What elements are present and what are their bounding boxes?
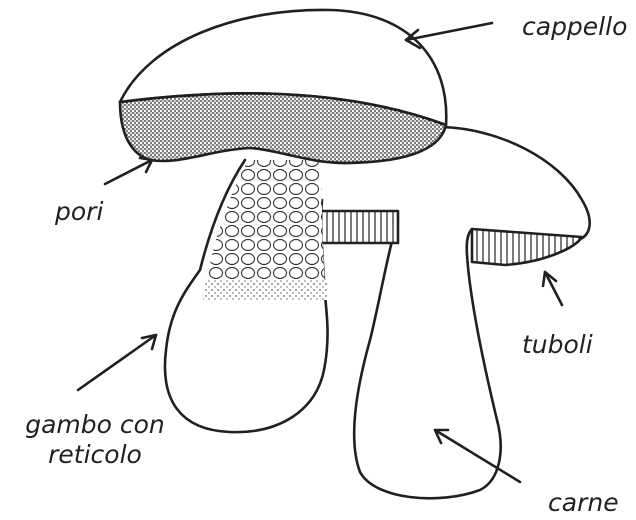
label-tuboli: tuboli <box>522 330 593 360</box>
arrow-carne <box>435 430 520 482</box>
label-gambo-line1: gambo con <box>10 410 180 440</box>
tuboli-left-block <box>318 211 398 243</box>
label-carne: carne <box>548 488 619 518</box>
label-gambo-con-reticolo: gambo con reticolo <box>10 410 180 470</box>
arrow-pori <box>105 158 152 184</box>
pores-surface <box>120 93 446 163</box>
arrow-tuboli <box>543 272 562 305</box>
tuboli-right-block <box>472 229 582 265</box>
stem-reticulation <box>205 160 326 300</box>
cut-cap-outline <box>440 127 590 240</box>
arrow-gambo <box>78 335 156 390</box>
stem-dots <box>203 280 328 300</box>
label-pori: pori <box>55 197 103 227</box>
label-cappello: cappello <box>522 12 627 42</box>
label-gambo-line2: reticolo <box>10 440 180 470</box>
